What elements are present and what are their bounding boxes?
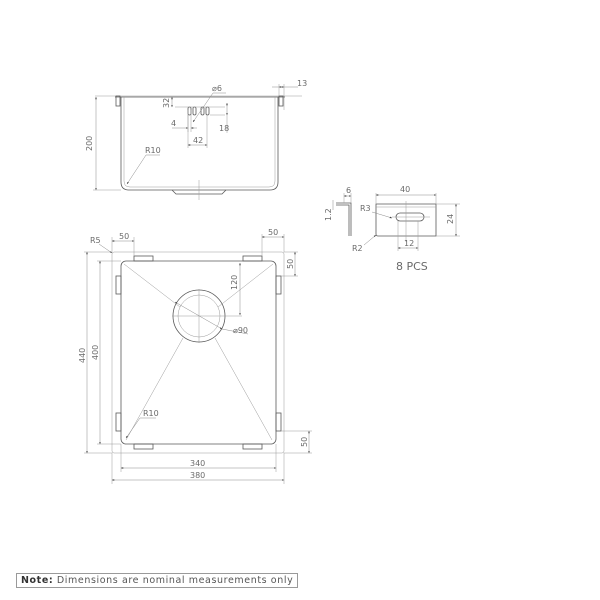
side-overflow-offset-label: 32	[162, 98, 171, 108]
note-text: Dimensions are nominal measurements only	[53, 575, 294, 586]
top-view: ⌀90 120 R5 50 50 50 50 440	[78, 228, 312, 484]
note-prefix: Note:	[21, 575, 54, 586]
side-corner-radius-label: R10	[145, 146, 161, 155]
side-slot-width-label: 42	[193, 136, 203, 145]
bracket-corner-radius-label: R2	[352, 244, 363, 253]
side-hole-dia-label: ⌀6	[212, 84, 222, 93]
top-drain-dia-label: ⌀90	[233, 326, 248, 335]
top-inner-width-label: 340	[190, 459, 205, 468]
bracket-flange-label: 6	[346, 186, 351, 195]
top-clip-offset-bottom-right-label: 50	[300, 437, 309, 447]
bracket-height-label: 24	[446, 214, 455, 224]
side-lip-label: 13	[297, 79, 307, 88]
top-drain-offset-label: 120	[230, 275, 239, 290]
bracket-slot-radius-label: R3	[360, 204, 371, 213]
side-view: 200 13 32 ⌀6 4 18 42 R10	[85, 79, 307, 200]
side-slot-gap-label: 4	[171, 119, 176, 128]
bracket-detail: 6 1.2 40 24 R3 R2 12 8 PCS	[324, 185, 460, 273]
dimensions-note: Note: Dimensions are nominal measurement…	[16, 573, 299, 588]
top-outer-width-label: 380	[190, 471, 205, 480]
top-inner-height-label: 400	[91, 345, 100, 360]
top-inner-corner-label: R10	[143, 409, 159, 418]
side-height-label: 200	[85, 136, 94, 151]
top-outer-height-label: 440	[78, 348, 87, 363]
top-outer-corner-label: R5	[90, 236, 101, 245]
top-clip-offset-top-right-label: 50	[286, 259, 295, 269]
side-slot-height-label: 18	[219, 124, 229, 133]
bracket-thickness-label: 1.2	[324, 208, 333, 221]
top-clip-offset-left-label: 50	[119, 232, 129, 241]
bracket-slot-length-label: 12	[404, 239, 414, 248]
bracket-quantity-label: 8 PCS	[396, 260, 428, 273]
bracket-length-label: 40	[400, 185, 410, 194]
top-clip-offset-right-label: 50	[268, 228, 278, 237]
